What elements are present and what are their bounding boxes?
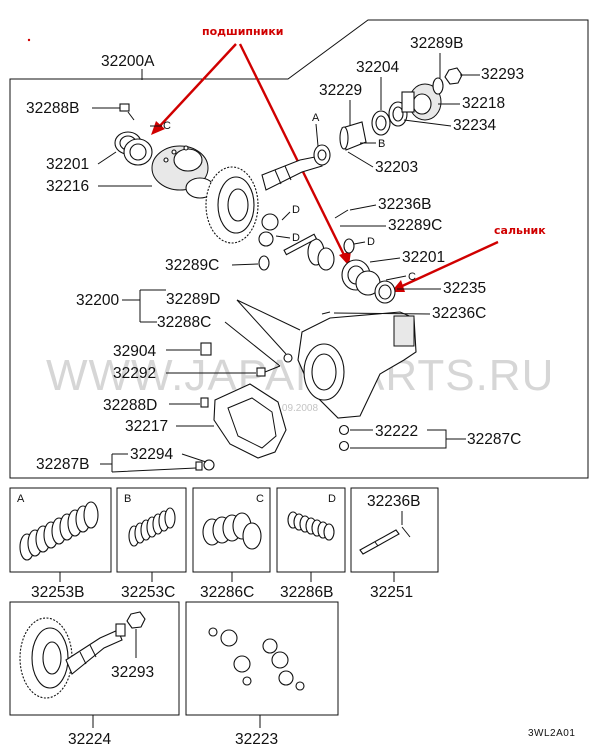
label-32201-right: 32201 [402, 249, 445, 266]
shim-rings-D [287, 511, 335, 541]
label-32218: 32218 [462, 95, 505, 112]
plug-32904 [200, 342, 212, 356]
label-32234: 32234 [453, 117, 496, 134]
label-32200A: 32200A [101, 53, 155, 70]
washer-32289C-left [258, 255, 270, 271]
label-32287B: 32287B [36, 456, 89, 473]
rear-cover-32217 [213, 383, 287, 459]
label-32235: 32235 [443, 280, 486, 297]
label-32236C: 32236C [432, 305, 486, 322]
label-32293-main: 32293 [481, 66, 524, 83]
bolt-32288D [200, 397, 209, 408]
kit-label-32286B: 32286B [280, 584, 333, 601]
plug-32222 [338, 424, 350, 436]
kit-box-C-letter: C [256, 493, 264, 505]
label-32217: 32217 [125, 418, 168, 435]
kit-box-32223 [185, 601, 339, 716]
pin-32236C [321, 311, 331, 315]
collar-32229 [339, 121, 367, 151]
label-32289D: 32289D [166, 291, 220, 308]
shim-rings-B [128, 507, 176, 547]
tag-D-top: D [292, 204, 300, 216]
plug-32294 [203, 459, 215, 471]
kit-label-32251: 32251 [370, 584, 413, 601]
label-32216: 32216 [46, 178, 89, 195]
label-32203: 32203 [375, 159, 418, 176]
kit-label-32253B: 32253B [31, 584, 84, 601]
annotation-bearings: подшипники [202, 25, 284, 38]
bearing-32201-right [341, 259, 381, 296]
arrowhead-bearings-left [151, 121, 165, 135]
label-32904: 32904 [113, 343, 156, 360]
ring-gear [205, 166, 259, 244]
label-32229: 32229 [319, 82, 362, 99]
shim-rings-A [19, 501, 99, 561]
tag-D-right: D [367, 236, 375, 248]
kit-box-A-letter: A [17, 493, 25, 505]
seal-32235 [374, 280, 396, 304]
label-32292: 32292 [113, 365, 156, 382]
kit-label-32223: 32223 [235, 731, 278, 748]
washer-32287B [195, 461, 203, 471]
differential-case-32216 [151, 145, 215, 199]
label-32288B: 32288B [26, 100, 79, 117]
kit-label-32293: 32293 [111, 664, 154, 681]
carrier-housing [297, 311, 417, 419]
label-32287C: 32287C [467, 431, 521, 448]
tag-D-mid: D [292, 232, 300, 244]
differential-gear-set [208, 627, 305, 691]
arrow-bearings-right [238, 43, 347, 258]
pin-32251 [359, 526, 411, 555]
diagram-code: 3WL2A01 [528, 728, 575, 739]
kit-box-32236B-label: 32236B [367, 493, 420, 510]
pinion-mates [258, 213, 335, 271]
nut-32293-kit [126, 611, 146, 629]
annotation-oil-seal: сальник [494, 224, 546, 237]
washer-32287C [338, 440, 350, 452]
kit-box-B-letter: B [124, 493, 131, 505]
washer-A [313, 144, 331, 166]
label-32289B: 32289B [410, 35, 463, 52]
label-32236B-main: 32236B [378, 196, 431, 213]
bolt-32292 [256, 365, 281, 377]
washer-32289D [283, 353, 293, 363]
main-assembly-frame [9, 19, 589, 479]
label-32200: 32200 [76, 292, 119, 309]
label-32294: 32294 [130, 446, 173, 463]
label-32201-top: 32201 [46, 156, 89, 173]
label-32288C: 32288C [157, 314, 211, 331]
nut-32293 [444, 67, 463, 85]
label-32204: 32204 [356, 59, 399, 76]
bearing-32204 [371, 110, 391, 136]
washer-D [343, 238, 355, 254]
label-32222: 32222 [375, 423, 418, 440]
arrow-bearings-left [157, 43, 237, 129]
tag-C-top: C [163, 120, 171, 132]
ring-gear-and-pinion [19, 617, 126, 699]
tag-B: B [378, 138, 385, 150]
drive-pinion [261, 155, 323, 191]
pin-32236B [334, 209, 349, 219]
washer-32289B [432, 77, 444, 95]
kit-label-32253C: 32253C [121, 584, 175, 601]
label-32289C-right: 32289C [388, 217, 442, 234]
marker-dot [27, 38, 31, 42]
kit-label-32286C: 32286C [200, 584, 254, 601]
kit-box-32224 [9, 601, 180, 716]
watermark-date: 24.09.2008 [268, 403, 318, 414]
tag-A: A [312, 112, 320, 124]
arrow-oil-seal [399, 240, 499, 289]
shim-rings-C [202, 512, 262, 550]
bolt-32288B [119, 103, 135, 121]
kit-label-32224: 32224 [68, 731, 111, 748]
kit-box-D-letter: D [328, 493, 336, 505]
tag-C-right: C [408, 271, 416, 283]
label-32289C-left: 32289C [165, 257, 219, 274]
label-32288D: 32288D [103, 397, 157, 414]
flange-32218 [401, 83, 442, 121]
bearing-32201-left [114, 131, 153, 166]
